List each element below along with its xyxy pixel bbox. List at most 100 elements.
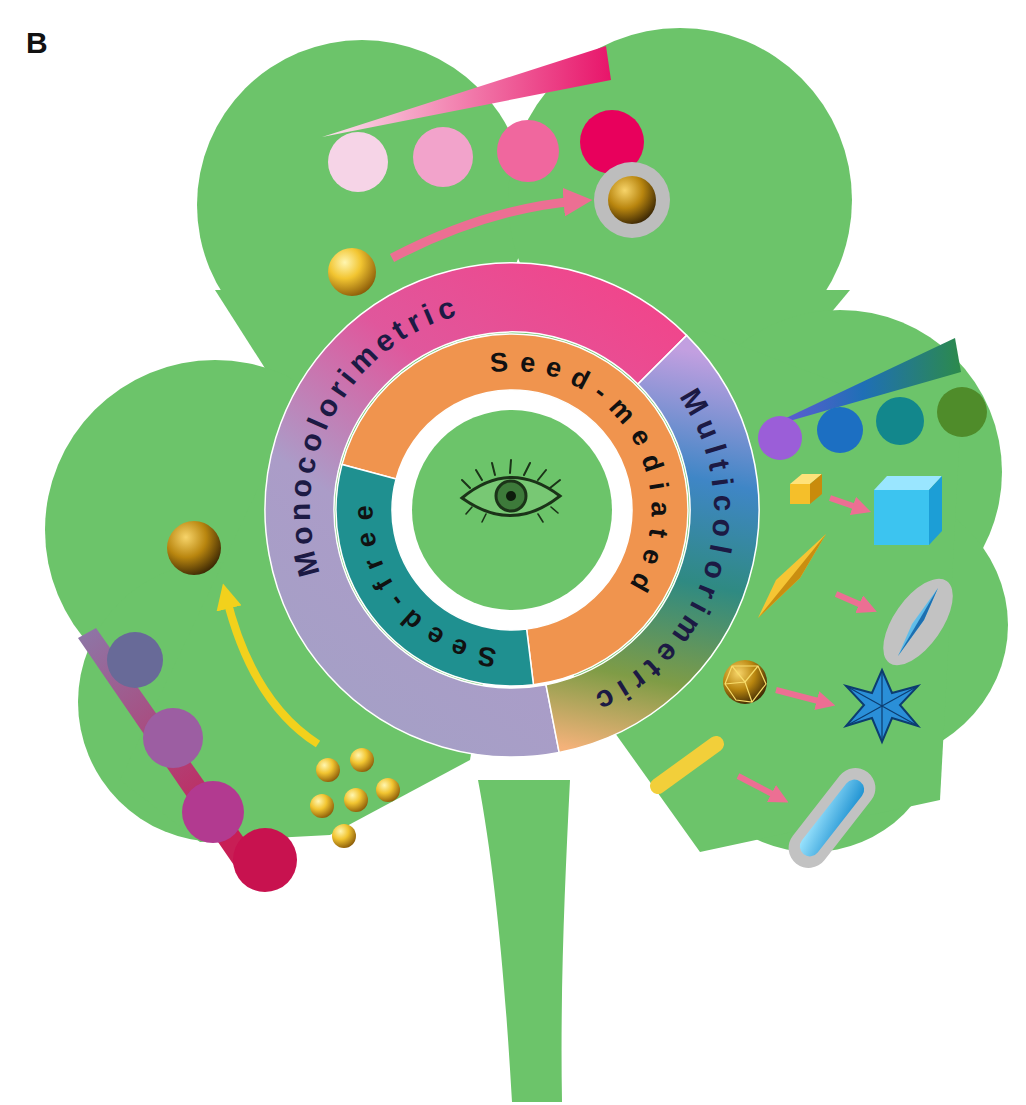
eye-icon xyxy=(462,460,560,488)
gold-nanocube xyxy=(810,474,822,504)
color-swatch-circles xyxy=(107,632,297,892)
color-swatch-circles xyxy=(817,407,863,453)
small-gold-seeds xyxy=(310,748,400,848)
band-label: Seed-mediated xyxy=(480,344,679,602)
ring-band: Seed-free xyxy=(335,463,535,687)
core-shell-bipyramid xyxy=(898,588,938,656)
label-glyph: e xyxy=(447,633,471,664)
label-glyph: c xyxy=(288,454,321,477)
label-glyph: M xyxy=(675,384,714,421)
label-glyph: m xyxy=(604,393,640,429)
color-swatch-circles xyxy=(182,781,244,843)
label-glyph: d xyxy=(625,568,657,596)
small-gold-seeds xyxy=(350,748,374,772)
color-swatch-circles xyxy=(758,387,987,460)
gold-polyhedron xyxy=(725,666,766,702)
label-glyph: t xyxy=(704,457,735,473)
gold-bipyramid xyxy=(758,534,826,618)
color-gradient-wedge xyxy=(322,46,611,137)
label-glyph: o xyxy=(707,518,738,539)
label-glyph: l xyxy=(705,542,736,556)
label-glyph: - xyxy=(590,379,613,406)
label-glyph: d xyxy=(567,363,594,395)
eye-icon xyxy=(462,477,560,515)
label-glyph: e xyxy=(519,349,537,377)
label-glyph: c xyxy=(433,292,458,326)
shamrock-stem xyxy=(478,780,570,1102)
small-gold-seeds xyxy=(344,788,368,812)
label-glyph: t xyxy=(644,527,672,540)
small-gold-seeds xyxy=(316,758,340,782)
label-glyph: c xyxy=(592,683,620,717)
label-glyph: e xyxy=(421,621,448,652)
growth-arrow xyxy=(392,201,578,258)
color-swatch-circles xyxy=(233,828,297,892)
core-shell-bipyramid xyxy=(870,567,967,676)
core-shell-sphere xyxy=(608,176,656,224)
label-glyph: r xyxy=(692,580,724,602)
color-gradient-wedge xyxy=(78,628,258,874)
panel-letter: B xyxy=(26,26,48,60)
gold-nanocube xyxy=(790,474,822,504)
eye-icon xyxy=(466,507,558,522)
label-glyph: e xyxy=(352,530,381,550)
center-disc xyxy=(412,410,612,610)
growth-arrow xyxy=(738,776,780,798)
label-glyph: S xyxy=(476,641,498,671)
label-glyph: - xyxy=(382,589,409,613)
label-glyph: e xyxy=(625,424,656,450)
core-shell-nanorod xyxy=(796,776,868,861)
color-swatch-circles xyxy=(497,120,559,182)
small-gold-seeds xyxy=(332,824,356,848)
eye-icon xyxy=(506,491,516,501)
blue-star-particle xyxy=(846,670,918,742)
label-glyph: c xyxy=(709,494,740,512)
label-glyph: e xyxy=(350,505,377,521)
color-swatch-circles xyxy=(328,110,644,192)
color-swatch-circles xyxy=(758,416,802,460)
gold-nanosphere xyxy=(328,248,376,296)
label-glyph: n xyxy=(285,503,315,522)
small-gold-seeds xyxy=(310,794,334,818)
color-gradient-wedge xyxy=(765,338,961,428)
band-label: Seed-free xyxy=(345,494,505,674)
label-glyph: i xyxy=(644,480,672,492)
growth-arrow xyxy=(830,498,862,509)
label-glyph: e xyxy=(543,353,565,383)
color-gradient-wedge xyxy=(322,46,611,137)
core-shell-bipyramid xyxy=(870,567,967,676)
eye-icon xyxy=(496,481,526,511)
gold-polyhedron xyxy=(723,660,767,704)
gold-nanosphere xyxy=(167,521,221,575)
band-label: Multicolorimetric xyxy=(585,381,745,721)
gold-nanorod xyxy=(658,744,716,786)
growth-arrow xyxy=(776,690,826,703)
label-glyph: r xyxy=(360,554,389,574)
growth-arrow xyxy=(776,690,826,703)
label-glyph: a xyxy=(646,502,673,517)
color-gradient-wedge xyxy=(765,338,961,428)
white-ring xyxy=(392,390,632,630)
blue-star-particle xyxy=(846,670,918,742)
gold-bipyramid xyxy=(758,534,826,618)
blue-nanocube xyxy=(929,476,942,545)
band-outline xyxy=(335,463,535,687)
color-swatch-circles xyxy=(107,632,163,688)
gold-nanosphere xyxy=(328,248,376,296)
color-swatch-circles xyxy=(413,127,473,187)
color-gradient-wedge xyxy=(78,628,258,874)
shamrock-leaf-shape xyxy=(45,28,1008,1102)
label-glyph: i xyxy=(707,476,738,488)
label-glyph: u xyxy=(690,414,725,442)
blue-star-particle xyxy=(846,670,918,742)
label-glyph: M xyxy=(289,548,324,580)
gold-polyhedron xyxy=(723,660,767,704)
band-shape xyxy=(336,464,533,686)
label-glyph: S xyxy=(489,348,509,376)
label-glyph: d xyxy=(637,450,668,474)
growth-arrow xyxy=(392,201,578,258)
eye-icon xyxy=(462,460,560,522)
